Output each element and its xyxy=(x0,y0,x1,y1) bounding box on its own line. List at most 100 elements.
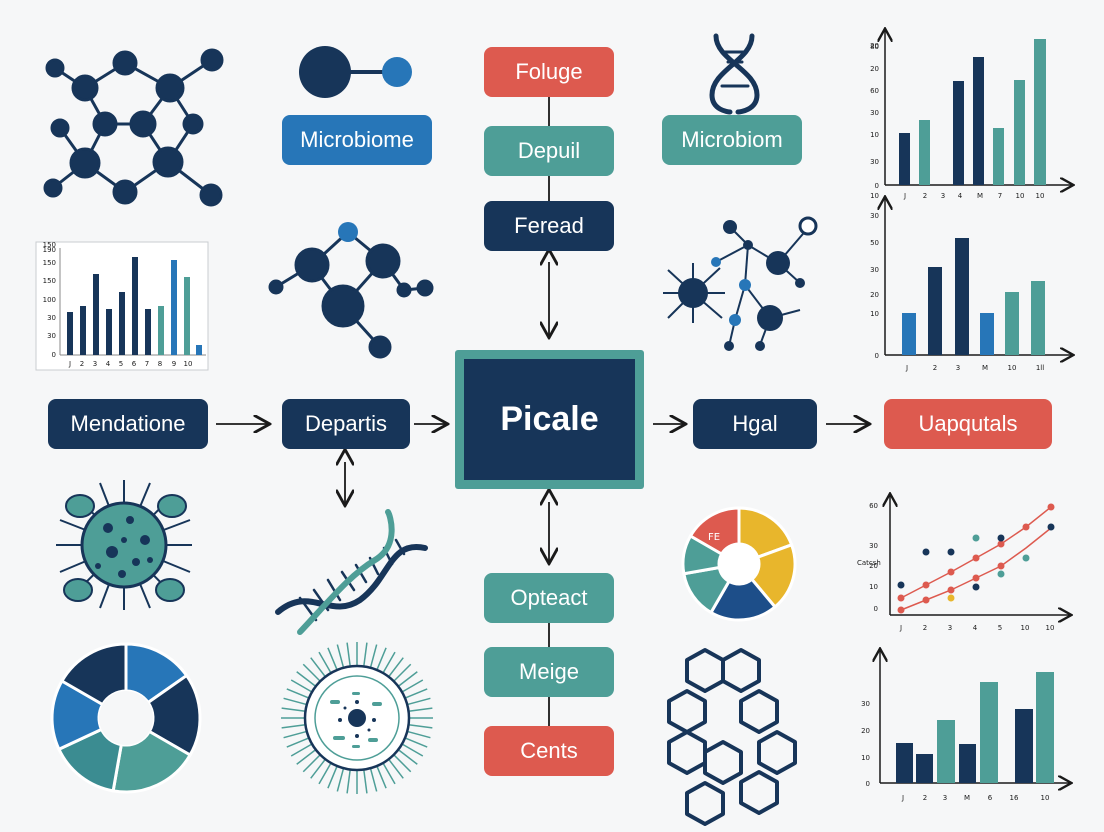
label-microbiome: Microbiome xyxy=(282,115,432,165)
left_bar-xtick: 2 xyxy=(80,360,84,368)
left_bar-xtick: 3 xyxy=(93,360,97,368)
node-depuil: Depuil xyxy=(484,126,614,176)
scatter-point xyxy=(922,548,930,556)
mid_right_bar-ytick: 10 xyxy=(870,310,879,318)
left-bar xyxy=(93,274,99,355)
node-uapqutals: Uapqutals xyxy=(884,399,1052,449)
scatter-point xyxy=(1047,523,1055,531)
left_bar-xtick: 9 xyxy=(172,360,176,368)
line_chart-ytick: 20 xyxy=(869,562,878,570)
node-foluge: Foluge xyxy=(484,47,614,97)
mid_right_bar-ytick: 50 xyxy=(870,239,879,247)
mid_right_bar-xtick: 1ll xyxy=(1036,364,1044,372)
line-point xyxy=(972,574,980,582)
top_right_bar-ytick: 10 xyxy=(870,131,879,139)
top_right_bar-xtick: 3 xyxy=(941,192,945,200)
line_chart-ytick: 60 xyxy=(869,502,878,510)
top-right-bar xyxy=(973,57,984,185)
top_right_bar-xtick: 4 xyxy=(958,192,963,200)
node-feread: Feread xyxy=(484,201,614,251)
top-right-bar xyxy=(1034,39,1046,185)
bottom-right-bar xyxy=(959,744,976,783)
bacteria-cell-icon xyxy=(281,642,433,794)
line-point xyxy=(922,596,930,604)
line_chart-xtick: J xyxy=(899,624,902,632)
bottom_right_bar-xtick: 16 xyxy=(1010,794,1019,802)
line-point xyxy=(997,562,1005,570)
mid-right-bar xyxy=(928,267,942,355)
line-point xyxy=(997,540,1005,548)
line-point xyxy=(947,568,955,576)
line_chart-xtick: 3 xyxy=(948,624,952,632)
scatter-point xyxy=(997,534,1005,542)
top_right_bar-ytick: 20 xyxy=(870,65,879,73)
line_chart-ytick: 0 xyxy=(874,605,878,613)
virus-cluster-icon xyxy=(663,216,818,351)
node-meige: Meige xyxy=(484,647,614,697)
top-right-bar xyxy=(1014,80,1025,185)
left_bar-xtick: 4 xyxy=(106,360,111,368)
top_right_bar-xtick: 10 xyxy=(1036,192,1045,200)
scatter-point xyxy=(997,570,1005,578)
bottom-right-bar xyxy=(980,682,998,783)
left-bar xyxy=(106,309,112,355)
scatter-point xyxy=(947,594,955,602)
left-bar xyxy=(145,309,151,355)
left_bar-ytick: 30 xyxy=(47,332,56,340)
mid-right-bar xyxy=(1031,281,1045,355)
node-cents: Cents xyxy=(484,726,614,776)
node-opteact: Opteact xyxy=(484,573,614,623)
left_bar-xtick: 7 xyxy=(145,360,149,368)
line_chart-xtick: 10 xyxy=(1046,624,1055,632)
left-bar xyxy=(119,292,125,355)
top_right_bar-ytick: 30 xyxy=(870,109,879,117)
left-bar xyxy=(196,345,202,355)
left_bar-xtick: 8 xyxy=(158,360,162,368)
top-right-bar xyxy=(899,133,910,185)
node-departis: Departis xyxy=(282,399,410,449)
line_chart-ytick: 10 xyxy=(869,583,878,591)
mid_right_bar-xtick: M xyxy=(982,364,988,372)
dumbbell-molecule-icon xyxy=(299,46,412,98)
node-mendatione: Mendatione xyxy=(48,399,208,449)
top_right_bar-ytick: 20 xyxy=(870,42,879,50)
bottom_right_bar-xtick: 2 xyxy=(923,794,927,802)
top_right_bar-ytick: 80 xyxy=(870,43,879,51)
donut-slice xyxy=(59,642,128,707)
top-right-bar xyxy=(953,81,964,185)
line-point xyxy=(947,586,955,594)
top_right_bar-ytick: 0 xyxy=(875,182,879,190)
mid_right_bar-ytick: 20 xyxy=(870,291,879,299)
left-bar xyxy=(67,312,73,355)
line_chart-ytick: 30 xyxy=(869,542,878,550)
scatter-point xyxy=(947,548,955,556)
left-bar xyxy=(132,257,138,355)
node-picale-label: Picale xyxy=(464,359,635,480)
top_right_bar-xtick: 7 xyxy=(998,192,1002,200)
line-point xyxy=(972,554,980,562)
virus-icon xyxy=(56,480,192,610)
left-bar xyxy=(80,306,86,355)
line_chart-xtick: 5 xyxy=(998,624,1002,632)
left_bar-ytick: 190 xyxy=(43,246,56,254)
left_bar-xtick: 5 xyxy=(119,360,123,368)
mid_right_bar-xtick: J xyxy=(905,364,908,372)
left_bar-xtick: J xyxy=(68,360,71,368)
top-right-bar xyxy=(993,128,1004,185)
mid-right-bar xyxy=(1005,292,1019,355)
left_bar-ytick: 150 xyxy=(43,259,56,267)
hexagon-chain-icon xyxy=(667,648,797,826)
bottom_right_bar-ytick: 20 xyxy=(861,727,870,735)
bottom_right_bar-xtick: 6 xyxy=(988,794,993,802)
line-chart-ylabel: Catcsh xyxy=(857,559,881,567)
left_bar-ytick: 100 xyxy=(43,296,56,304)
scatter-point xyxy=(897,581,905,589)
line_chart-xtick: 10 xyxy=(1021,624,1030,632)
mid_right_bar-ytick: 30 xyxy=(870,266,879,274)
bottom-right-bar xyxy=(1036,672,1054,783)
